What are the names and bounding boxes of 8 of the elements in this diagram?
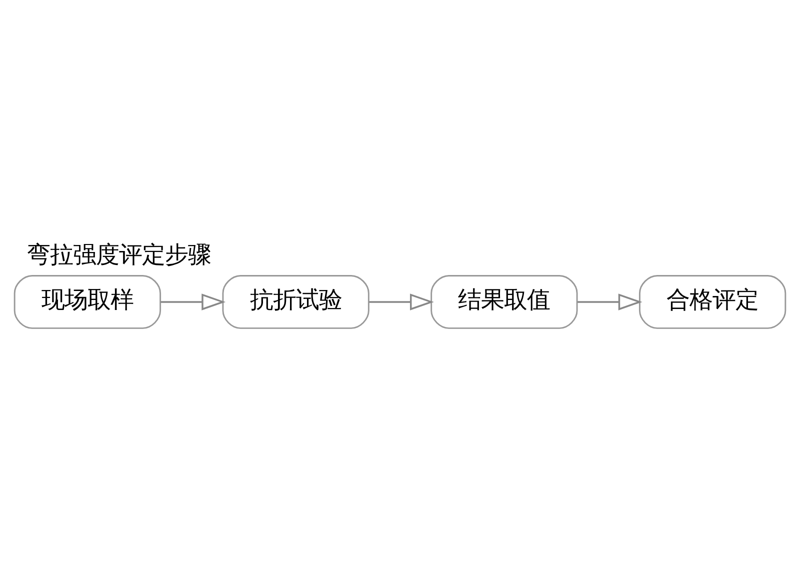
node-box: 结果取值 [430, 274, 578, 329]
node-box: 合格评定 [638, 274, 786, 329]
diagram-title: 弯拉强度评定步骤 [26, 241, 211, 268]
node-box: 现场取样 [14, 274, 162, 329]
arrow [369, 294, 434, 310]
arrow [160, 294, 226, 310]
node-box: 抗折试验 [222, 274, 370, 329]
arrow [578, 294, 642, 310]
